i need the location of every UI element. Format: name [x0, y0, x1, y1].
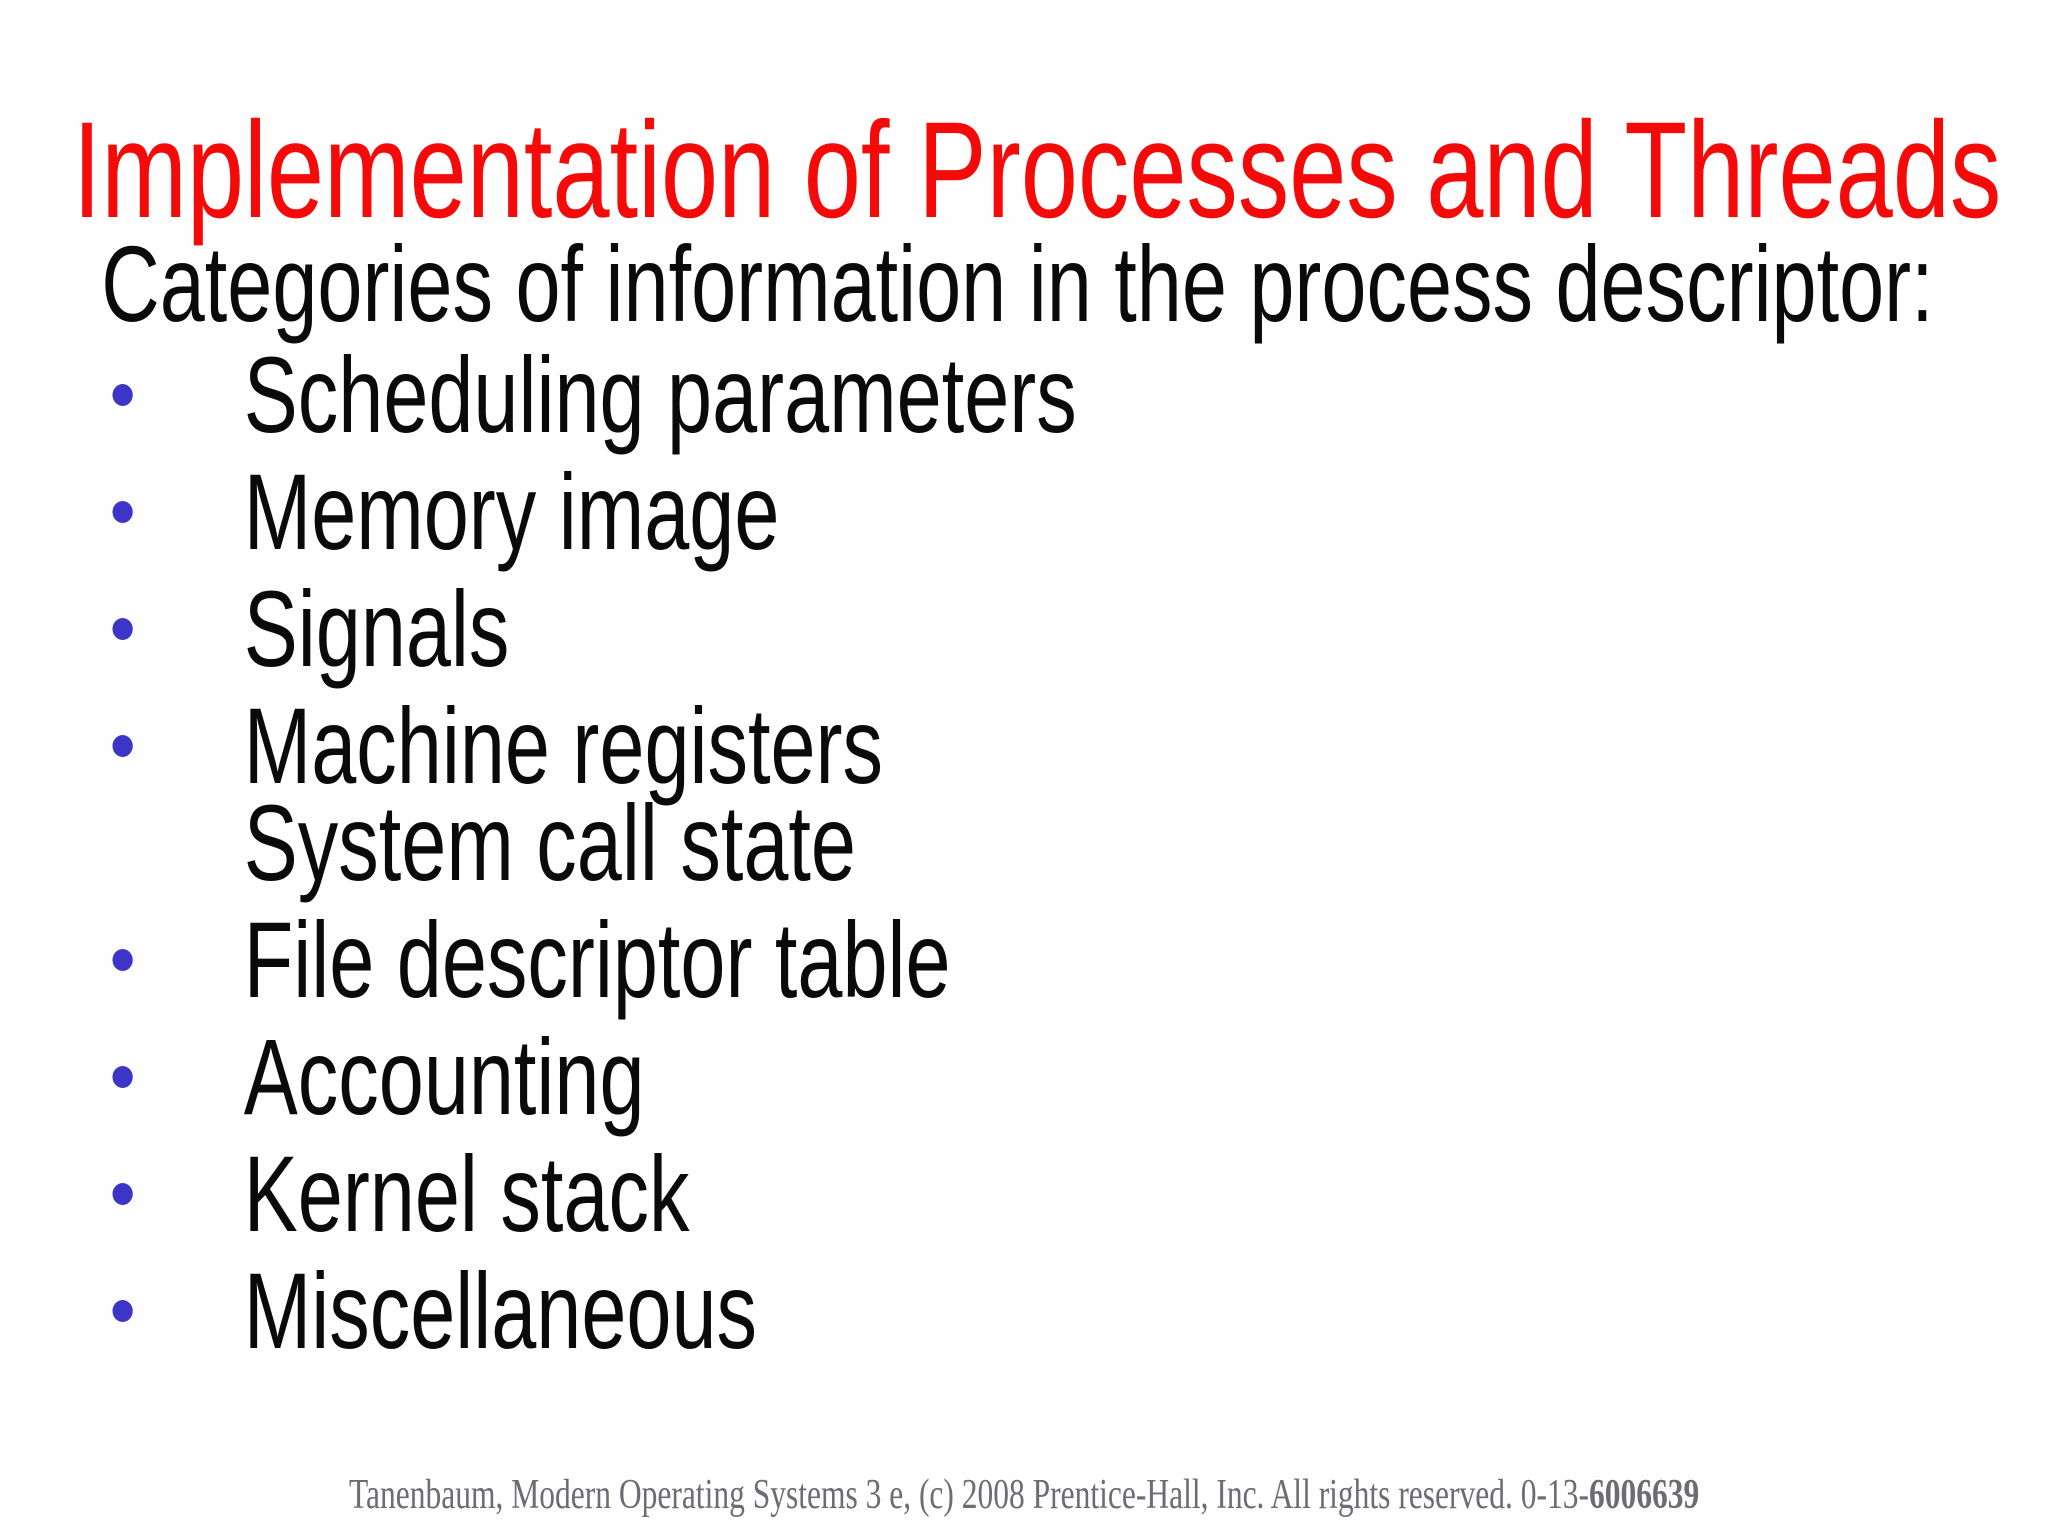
list-item-label: Accounting [243, 1016, 645, 1137]
bullet-icon [112, 384, 133, 406]
bullet-icon [112, 949, 133, 971]
list-item-label: Machine registers [243, 685, 884, 806]
list-item: Machine registers System call state [112, 685, 1077, 903]
bullet-list: Scheduling parameters Memory image Signa… [112, 334, 1077, 1379]
list-item-label: Scheduling parameters [243, 334, 1077, 455]
list-item-label: Signals [243, 568, 510, 689]
list-item: Kernel stack [112, 1133, 1077, 1254]
list-item-label: System call state [243, 782, 856, 903]
bullet-icon [112, 618, 133, 640]
list-item: Accounting [112, 1016, 1077, 1137]
list-item: Scheduling parameters [112, 334, 1077, 455]
bullet-icon [112, 1066, 133, 1088]
list-item-label: Kernel stack [243, 1133, 690, 1254]
bullet-icon [112, 501, 133, 523]
bullet-icon [112, 1183, 133, 1205]
footer-credit: Tanenbaum, Modern Operating Systems 3 e,… [0, 1470, 2048, 1520]
list-item-label: Miscellaneous [243, 1250, 758, 1371]
footer-text: Tanenbaum, Modern Operating Systems 3 e,… [349, 1472, 1589, 1518]
list-item: Memory image [112, 451, 1077, 572]
list-item: Miscellaneous [112, 1250, 1077, 1371]
bullet-icon [112, 735, 133, 757]
list-item: Signals [112, 568, 1077, 689]
bullet-icon [112, 1300, 133, 1322]
list-item-label: Memory image [243, 451, 780, 572]
footer-isbn-bold: 6006639 [1588, 1472, 1700, 1518]
list-item-label: File descriptor table [243, 899, 951, 1020]
intro-line: Categories of information in the process… [101, 223, 1934, 344]
slide-title: Implementation of Processes and Threads [72, 93, 2002, 247]
list-item: File descriptor table [112, 899, 1077, 1020]
